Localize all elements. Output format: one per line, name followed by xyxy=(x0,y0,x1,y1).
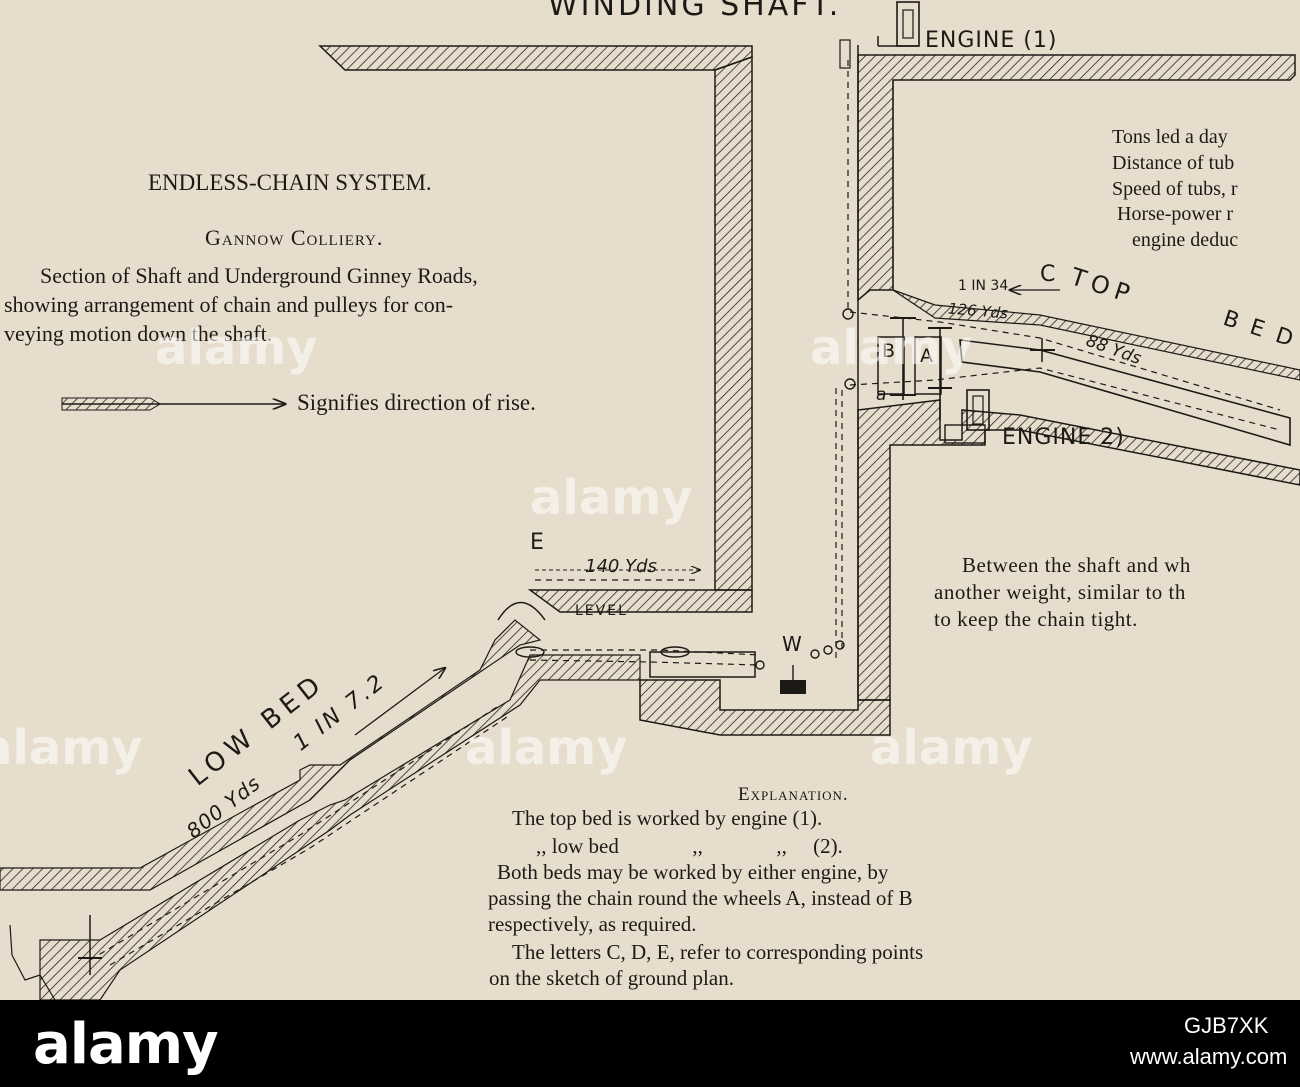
low-bed-floor-strata xyxy=(39,654,641,1000)
alamy-logo[interactable]: alamy xyxy=(33,1012,219,1077)
right-text-line-3: Speed of tubs, r xyxy=(1112,178,1238,200)
between-line-2: another weight, similar to th xyxy=(934,580,1186,604)
label-level: LEVEL xyxy=(575,603,628,619)
level-roof-strata xyxy=(527,589,753,613)
level-pulley-left xyxy=(515,646,545,658)
left-shaft-top-strata xyxy=(318,45,753,71)
label-small-a: a xyxy=(876,385,887,405)
watermark: alamy xyxy=(155,320,318,376)
explanation-line-5: respectively, as required. xyxy=(488,912,697,936)
label-gradient-top: 1 IN 34 xyxy=(958,278,1009,294)
pulleys xyxy=(755,308,856,670)
label-b: B xyxy=(882,340,896,362)
site-url[interactable]: www.alamy.com xyxy=(1130,1044,1288,1069)
explanation-line-6: The letters C, D, E, refer to correspond… xyxy=(512,940,924,964)
mine-section-diagram xyxy=(0,1,1300,1000)
legend-text: Signifies direction of rise. xyxy=(297,390,536,415)
right-lower-strata xyxy=(857,399,1300,701)
caption-line-1: Section of Shaft and Underground Ginney … xyxy=(40,263,478,288)
colliery-name: Gannow Colliery. xyxy=(205,225,384,250)
watermark: alamy xyxy=(465,720,628,776)
rise-arrow-low-bed xyxy=(354,668,445,736)
wheel-box-a xyxy=(914,336,942,395)
winding-shaft-heading: WINDING SHAFT. xyxy=(548,0,842,23)
explanation-line-2: ,, low bed ,, ,, (2). xyxy=(536,834,843,858)
label-c: C xyxy=(1040,262,1056,287)
between-line-3: to keep the chain tight. xyxy=(934,607,1138,631)
right-text-line-2: Distance of tub xyxy=(1112,152,1235,174)
right-text-line-5: engine deduc xyxy=(1132,229,1239,251)
left-shaft-wall xyxy=(714,55,753,591)
engine-2-housing xyxy=(966,389,990,431)
explanation-line-1: The top bed is worked by engine (1). xyxy=(512,806,823,830)
low-bed-roof-strata xyxy=(0,619,542,891)
watermark: alamy xyxy=(810,320,973,376)
system-title: ENDLESS-CHAIN SYSTEM. xyxy=(148,170,432,195)
arch-e xyxy=(497,601,546,621)
diagram-page: WINDING SHAFT. ENGINE (1) ENGINE 2) ENDL… xyxy=(0,0,1300,1000)
right-text-line-1: Tons led a day xyxy=(1112,126,1228,148)
shaft-bottom-engine-box xyxy=(649,651,756,678)
shaft-sump-strata xyxy=(639,679,891,736)
engine-1-housing xyxy=(896,1,920,47)
tension-weight-w xyxy=(780,680,806,694)
explanation-line-7: on the sketch of ground plan. xyxy=(489,966,734,990)
between-line-1: Between the shaft and wh xyxy=(962,553,1191,577)
footer-bar xyxy=(0,1000,1300,1087)
engine-1-label: ENGINE (1) xyxy=(925,28,1058,53)
label-a: A xyxy=(920,345,933,367)
caption-line-3: veying motion down the shaft. xyxy=(4,321,273,346)
label-w: W xyxy=(782,632,802,656)
image-id: GJB7XK xyxy=(1184,1013,1269,1038)
explanation-line-3: Both beds may be worked by either engine… xyxy=(497,860,889,884)
caption-line-2: showing arrangement of chain and pulleys… xyxy=(4,292,454,317)
engine-2-label: ENGINE 2) xyxy=(1002,425,1125,450)
top-bed-road-roof xyxy=(892,289,1300,381)
level-pulley-right xyxy=(660,646,690,658)
explanation-title: Explanation. xyxy=(738,784,849,805)
label-140-yds: 140 Yds xyxy=(585,556,657,577)
watermark: alamy xyxy=(530,470,693,526)
explanation-line-4: passing the chain round the wheels A, in… xyxy=(488,886,913,910)
label-e: E xyxy=(530,530,544,555)
watermark: alamy xyxy=(0,720,143,776)
rise-arrow-legend xyxy=(61,397,285,411)
watermark: alamy xyxy=(870,720,1033,776)
right-text-line-4: Horse-power r xyxy=(1117,203,1234,225)
